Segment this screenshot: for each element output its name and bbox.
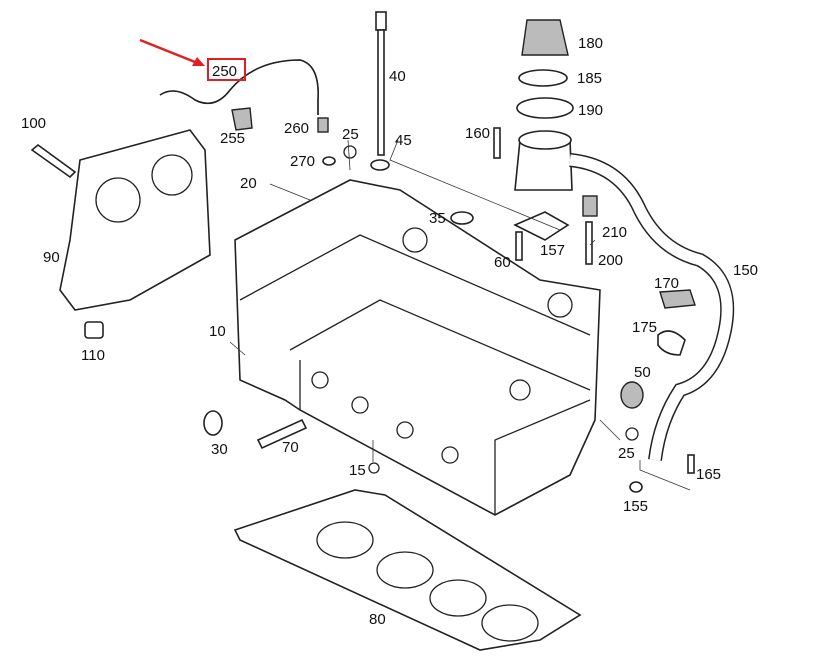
- label-150[interactable]: 150: [733, 262, 758, 279]
- label-180[interactable]: 180: [578, 35, 603, 52]
- label-200[interactable]: 200: [598, 252, 623, 269]
- bolt-60[interactable]: [515, 231, 523, 261]
- label-270[interactable]: 270: [290, 153, 315, 170]
- label-15[interactable]: 15: [349, 462, 366, 479]
- highlight-arrow: [139, 38, 201, 66]
- label-50[interactable]: 50: [634, 364, 651, 381]
- label-175[interactable]: 175: [632, 319, 657, 336]
- washer-45[interactable]: [370, 159, 390, 171]
- label-110[interactable]: 110: [81, 347, 105, 364]
- label-45[interactable]: 45: [395, 132, 412, 149]
- label-10[interactable]: 10: [209, 323, 226, 340]
- seal-185[interactable]: [518, 69, 568, 87]
- label-20[interactable]: 20: [240, 175, 257, 192]
- breather-hose-250[interactable]: [159, 59, 319, 115]
- label-100[interactable]: 100: [21, 115, 46, 132]
- label-30[interactable]: 30: [211, 441, 228, 458]
- label-260[interactable]: 260: [284, 120, 309, 137]
- label-25-top[interactable]: 25: [342, 126, 359, 143]
- label-90[interactable]: 90: [43, 249, 60, 266]
- label-35[interactable]: 35: [429, 210, 446, 227]
- cap-180[interactable]: [521, 19, 569, 56]
- bolt-160[interactable]: [493, 127, 501, 159]
- label-165[interactable]: 165: [696, 466, 721, 483]
- screw-260[interactable]: [317, 117, 329, 133]
- clip-175[interactable]: [657, 330, 686, 356]
- label-160[interactable]: 160: [465, 125, 490, 142]
- clip-255[interactable]: [231, 107, 253, 131]
- sleeve-110[interactable]: [84, 321, 104, 339]
- washer-155[interactable]: [629, 481, 643, 493]
- label-25-bottom[interactable]: 25: [618, 445, 635, 462]
- label-185[interactable]: 185: [577, 70, 602, 87]
- clip-170[interactable]: [659, 289, 696, 309]
- washer-270[interactable]: [322, 156, 336, 166]
- head-gasket-80[interactable]: [233, 489, 582, 651]
- seal-190[interactable]: [516, 97, 574, 119]
- timing-cover-90[interactable]: [59, 129, 211, 311]
- label-70[interactable]: 70: [282, 439, 299, 456]
- label-157[interactable]: 157: [540, 242, 565, 259]
- sensor-210[interactable]: [582, 195, 598, 217]
- plug-35[interactable]: [450, 211, 474, 225]
- sleeve-70[interactable]: [256, 418, 308, 450]
- bolt-165[interactable]: [687, 454, 695, 474]
- bolt-40[interactable]: [375, 11, 387, 156]
- sensor-200[interactable]: [585, 221, 593, 265]
- plug-30[interactable]: [203, 410, 223, 436]
- cylinder-head-10[interactable]: [234, 179, 601, 516]
- label-190[interactable]: 190: [578, 102, 603, 119]
- label-60[interactable]: 60: [494, 254, 511, 271]
- label-210[interactable]: 210: [602, 224, 627, 241]
- label-155[interactable]: 155: [623, 498, 648, 515]
- label-250[interactable]: 250: [212, 63, 237, 80]
- bolt-100[interactable]: [30, 143, 77, 179]
- highlight-box: [207, 58, 246, 81]
- label-170[interactable]: 170: [654, 275, 679, 292]
- gasket-157[interactable]: [513, 211, 570, 241]
- label-40[interactable]: 40: [389, 68, 406, 85]
- plug-50[interactable]: [620, 381, 644, 409]
- label-80[interactable]: 80: [369, 611, 386, 628]
- label-255[interactable]: 255: [220, 130, 245, 147]
